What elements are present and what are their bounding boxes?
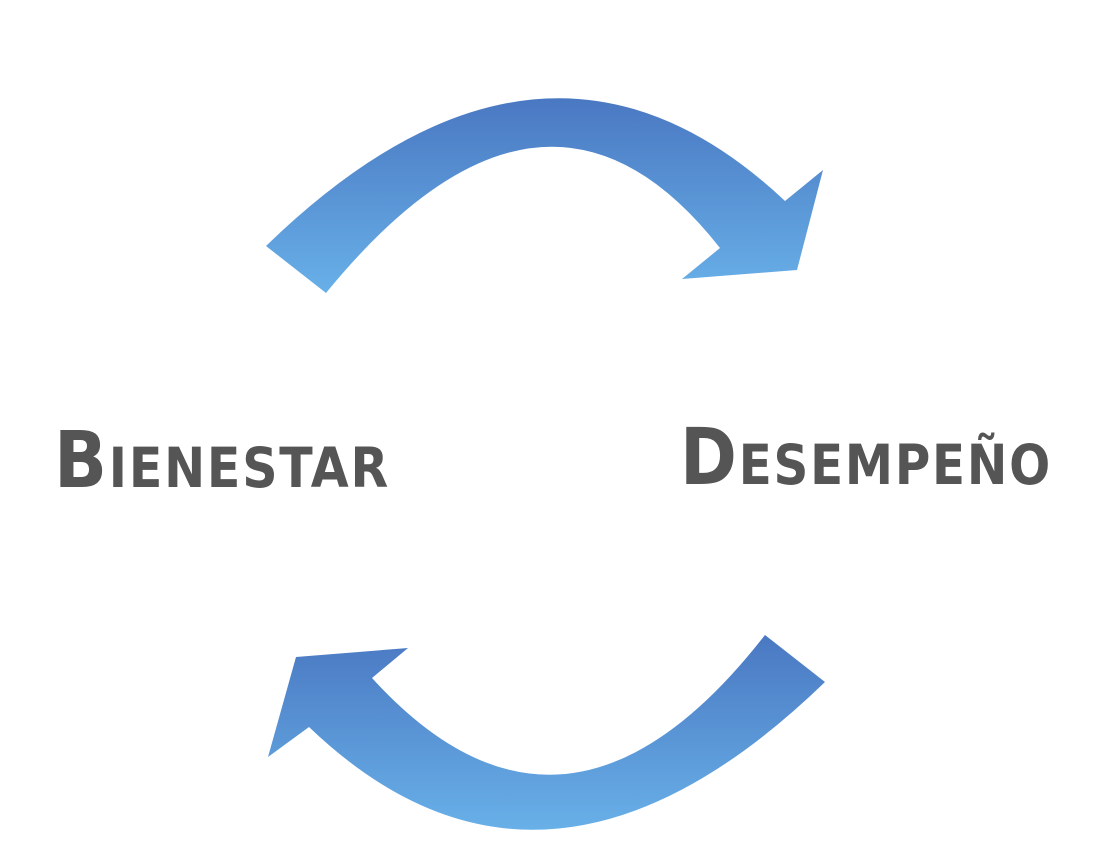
cycle-arrow-top [266, 98, 823, 294]
node-label-bienestar: Bienestar [54, 416, 390, 506]
cycle-arrow-bottom [268, 635, 825, 830]
node-label-desempeno: Desempeño [680, 413, 1052, 503]
